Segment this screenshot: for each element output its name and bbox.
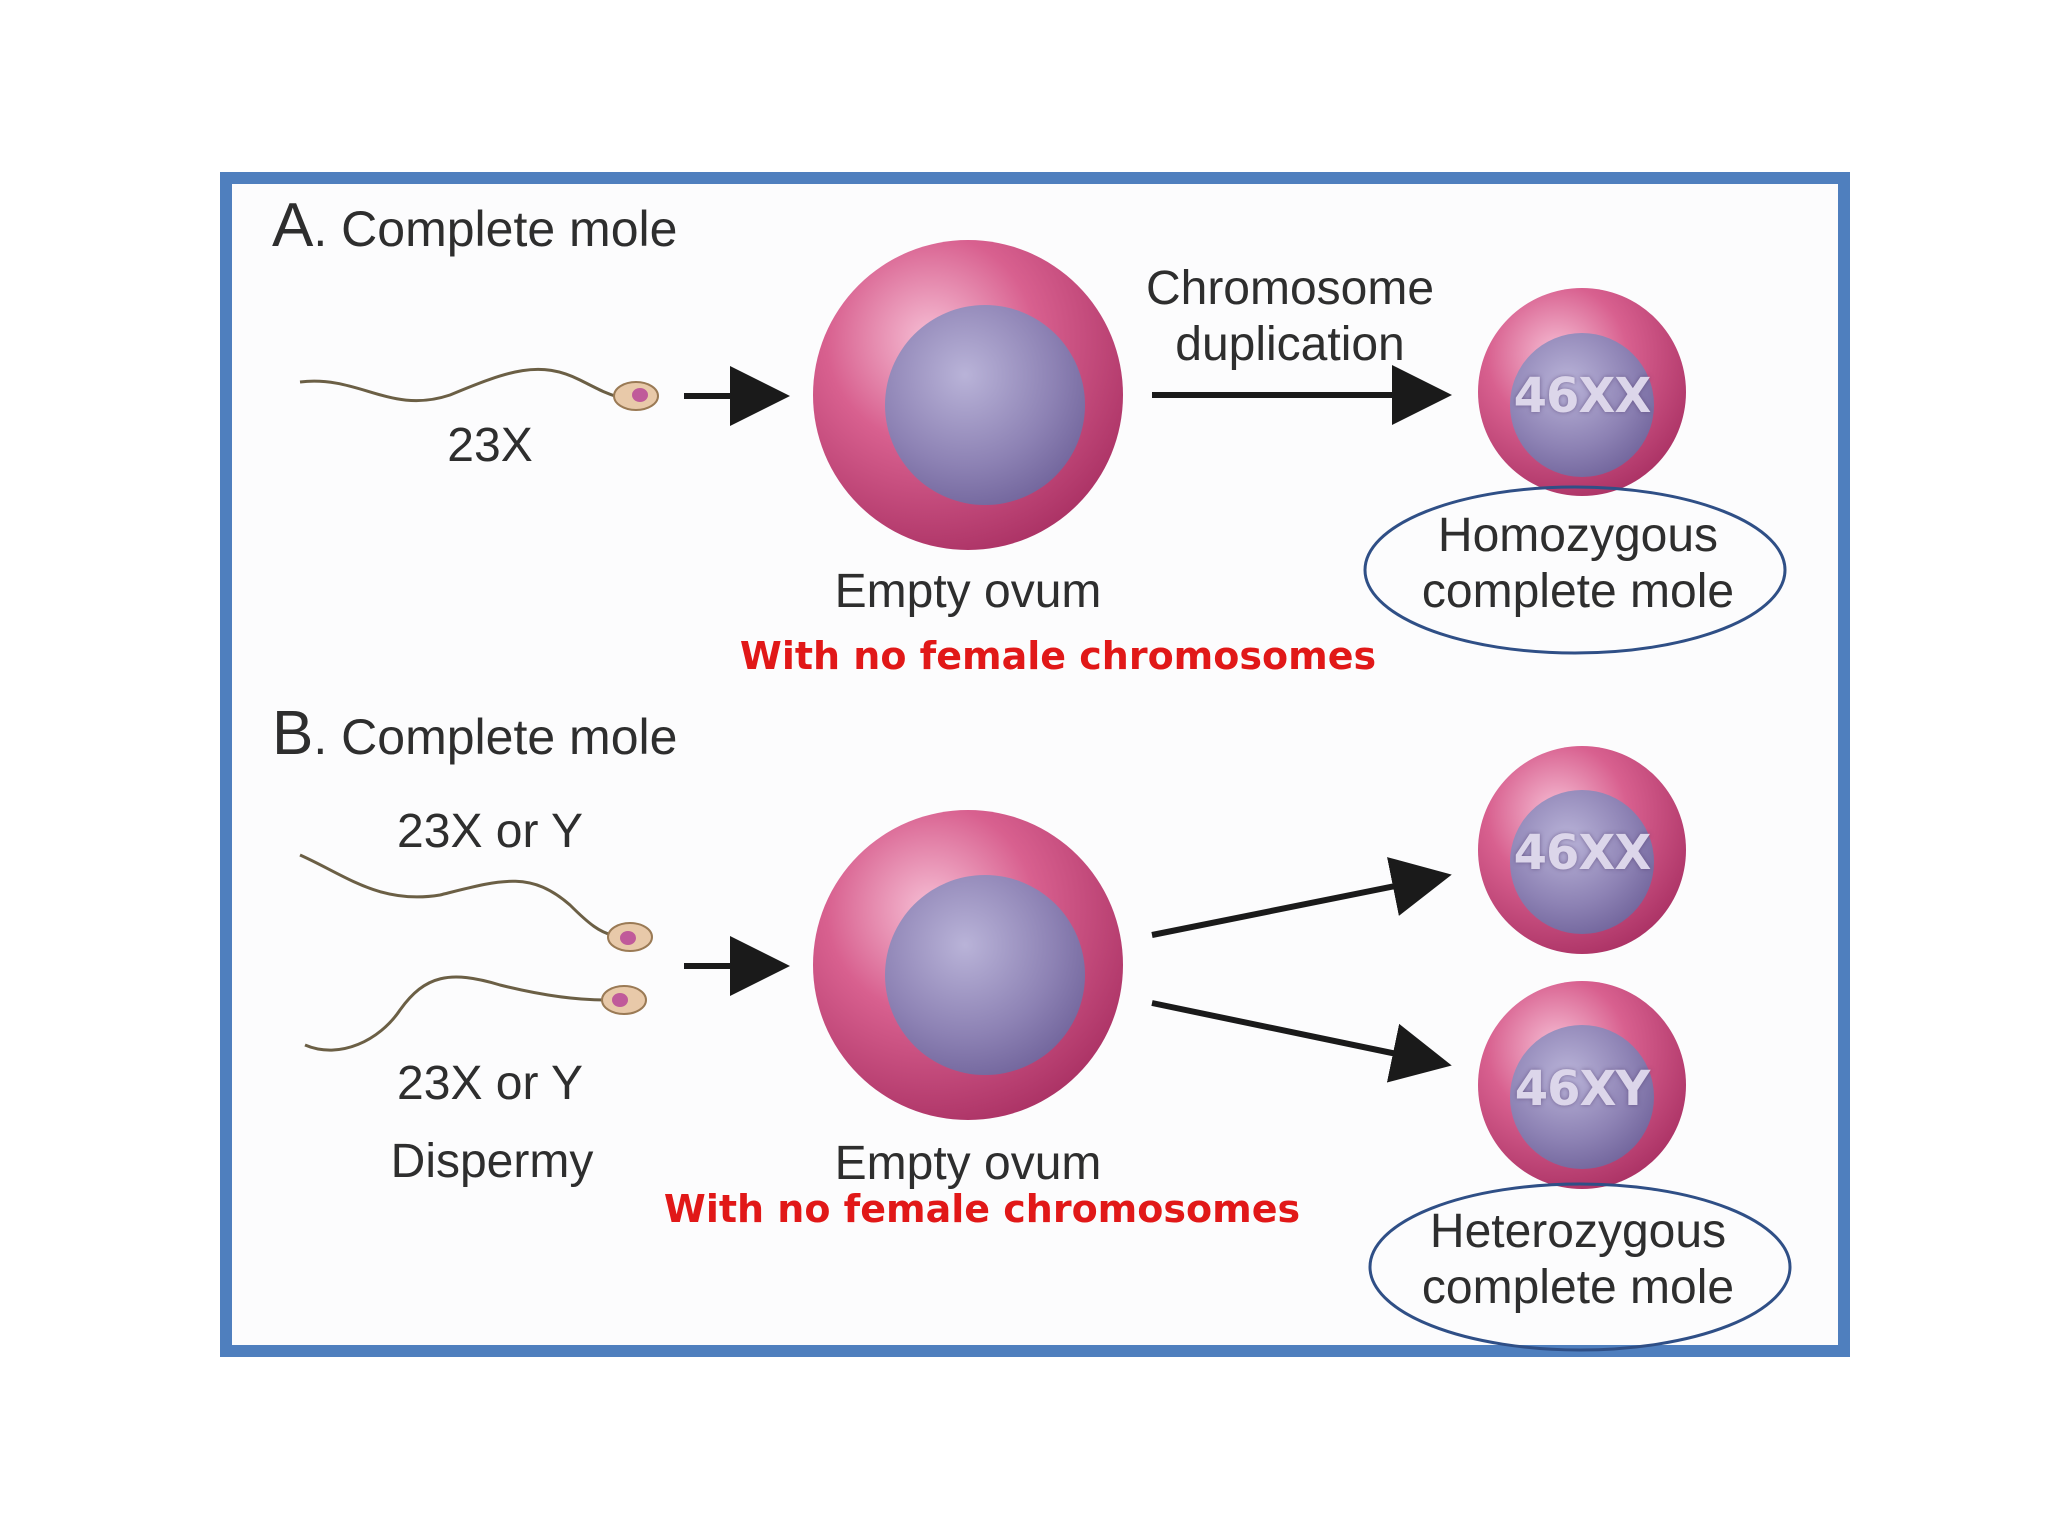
panel-a-letter: A <box>272 191 314 260</box>
homozygous-label-line2: complete mole <box>1421 565 1735 618</box>
ovum-b-note: With no female chromosomes <box>663 1187 1301 1231</box>
sperm-b2 <box>304 975 647 1052</box>
panel-a-title: Complete mole <box>341 201 678 257</box>
panel-b-heading: B. Complete mole <box>272 699 678 768</box>
sperm-b2-label: 23X or Y <box>397 1057 583 1110</box>
cell-46xx-a <box>1478 288 1686 496</box>
cell-46xy-b <box>1478 981 1686 1189</box>
cell-46xx-a-label: 46XX <box>1513 368 1652 424</box>
ovum-b-label: Empty ovum <box>834 1137 1102 1190</box>
arrow-to-46xx-b <box>1151 857 1452 938</box>
heterozygous-label: Heterozygous complete mole <box>1422 1208 1734 1312</box>
dispermy-label: Dispermy <box>390 1135 594 1188</box>
cell-46xy-b-label: 46XY <box>1514 1061 1651 1117</box>
sperm-b1 <box>299 853 653 952</box>
cell-46xx-b-label: 46XX <box>1513 825 1652 881</box>
sperm-a <box>299 367 659 411</box>
sperm-a-label: 23X <box>447 419 533 472</box>
empty-ovum-b <box>813 810 1123 1120</box>
heterozygous-label-line1: Heterozygous <box>1429 1205 1727 1258</box>
cell-46xx-b <box>1478 746 1686 954</box>
ovum-a-label: Empty ovum <box>834 565 1102 618</box>
panel-b-letter: B <box>272 699 314 768</box>
duplication-label: Chromosome duplication <box>1146 265 1434 369</box>
ovum-a-note: With no female chromosomes <box>739 634 1377 678</box>
homozygous-label: Homozygous complete mole <box>1422 512 1734 616</box>
panel-b-title: Complete mole <box>341 709 678 765</box>
panel-a-heading: A. Complete mole <box>272 191 678 260</box>
sperm-b1-label: 23X or Y <box>397 805 583 858</box>
heterozygous-ellipse <box>1368 1182 1792 1352</box>
heterozygous-label-line2: complete mole <box>1421 1261 1735 1314</box>
duplication-label-line1: Chromosome <box>1145 262 1435 315</box>
duplication-label-line2: duplication <box>1175 318 1405 371</box>
homozygous-ellipse <box>1363 485 1787 655</box>
homozygous-label-line1: Homozygous <box>1437 509 1719 562</box>
empty-ovum-a <box>813 240 1123 550</box>
arrow-to-46xy-b <box>1151 1000 1452 1083</box>
